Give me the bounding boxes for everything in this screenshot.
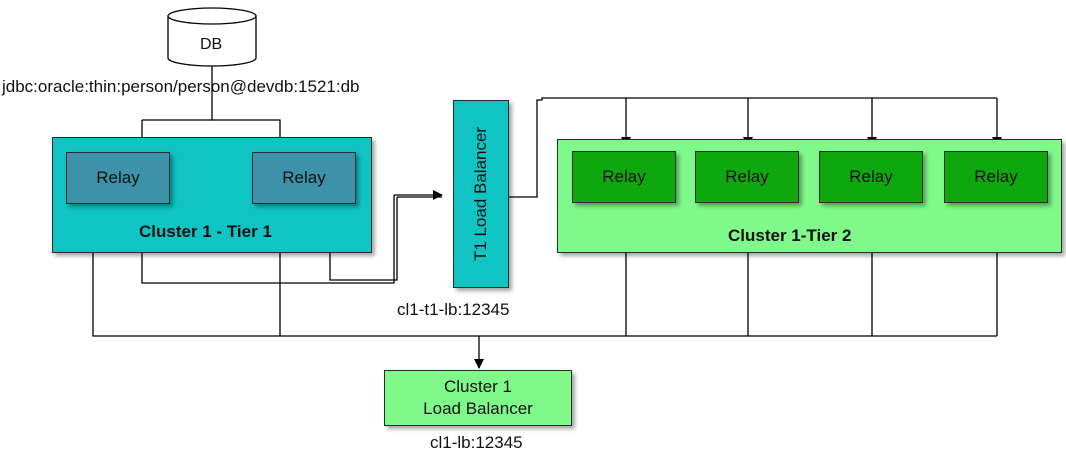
tier2-relay-2[interactable]: Relay — [695, 151, 799, 203]
cluster-tier2-title: Cluster 1-Tier 2 — [728, 226, 852, 245]
tier2-relay-1[interactable]: Relay — [572, 151, 676, 203]
tier1-relay-2[interactable]: Relay — [252, 152, 356, 204]
tier2-relay-4[interactable]: Relay — [944, 151, 1048, 203]
t1-load-balancer-label: T1 Load Balancer — [471, 126, 490, 262]
database-icon — [167, 7, 257, 67]
t1-load-balancer[interactable]: T1 Load Balancer — [453, 100, 509, 288]
tier1-relay-1[interactable]: Relay — [66, 152, 170, 204]
t1lb-distribution-line — [509, 97, 997, 198]
cluster-load-balancer-address: cl1-lb:12345 — [430, 433, 523, 452]
database-connection-string: jdbc:oracle:thin:person/person@devdb:152… — [2, 77, 360, 96]
cluster-load-balancer-line1: Cluster 1 — [443, 377, 513, 396]
cluster-load-balancer-line2: Load Balancer — [423, 399, 533, 418]
cluster-tier1-title: Cluster 1 - Tier 1 — [139, 222, 272, 241]
cluster-load-balancer[interactable]: Cluster 1 Load Balancer — [384, 370, 572, 426]
tier2-relay-3[interactable]: Relay — [819, 151, 923, 203]
t1-load-balancer-address: cl1-t1-lb:12345 — [397, 300, 510, 319]
database-label: DB — [200, 36, 223, 53]
